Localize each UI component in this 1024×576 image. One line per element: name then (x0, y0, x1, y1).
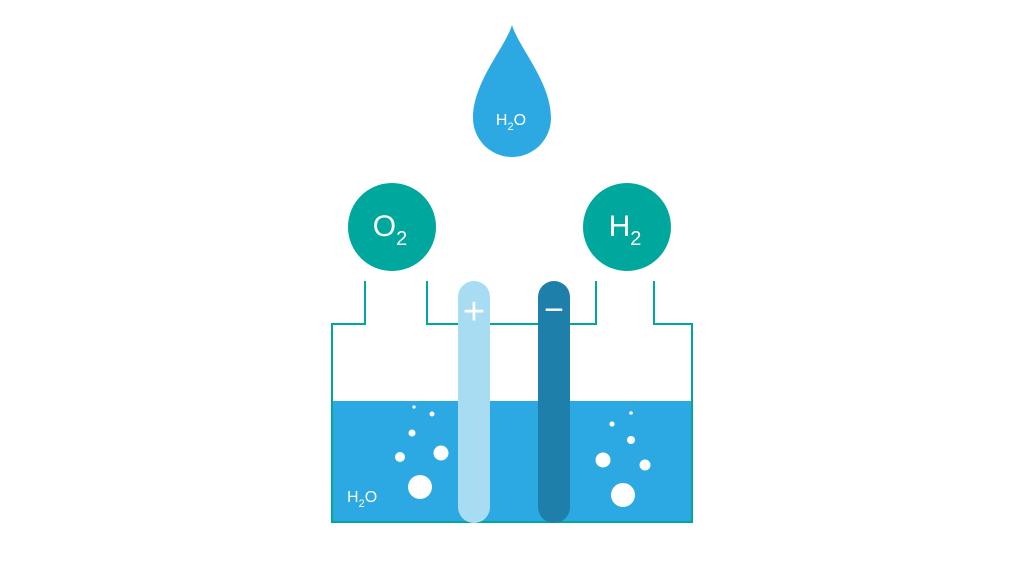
hydrogen-formula: H2 (609, 210, 642, 250)
anode-rod (458, 281, 490, 523)
oxygen-circle (348, 183, 436, 271)
hydrogen-circle (583, 183, 671, 271)
hydrogen-bubble: H2 (583, 183, 671, 271)
cathode-rod (538, 281, 570, 523)
oxygen-gas-bubbles (395, 405, 449, 499)
water-drop-formula: H2O (496, 112, 526, 133)
hydrogen-gas-bubbles (595, 411, 651, 507)
water-drop-formula-sub: 2 (507, 121, 513, 133)
bubble (609, 421, 615, 427)
vessel-outline (331, 281, 693, 523)
oxygen-bubble: O2 (348, 183, 436, 271)
hydrogen-formula-sub: 2 (630, 228, 641, 250)
bubble (611, 483, 635, 507)
bubble (408, 475, 432, 499)
hydrogen-formula-h: H (609, 210, 631, 243)
bubble (395, 452, 405, 462)
water-formula-label: H2O (347, 489, 377, 510)
bubble (639, 459, 651, 471)
water-drop-shape (473, 25, 551, 157)
cathode-electrode: − (538, 281, 570, 523)
cathode-sign: − (544, 291, 564, 329)
bubble (408, 429, 416, 437)
oxygen-formula-sub: 2 (396, 228, 407, 250)
bubble (433, 445, 449, 461)
bubble (595, 452, 611, 468)
water-formula-o: O (365, 489, 377, 506)
bubble (629, 411, 633, 415)
water-formula-h: H (347, 489, 359, 506)
water-drop-formula-o: O (514, 112, 526, 129)
oxygen-collector-line (331, 281, 693, 523)
bubble (627, 436, 635, 444)
water-drop: H2O (473, 25, 551, 157)
anode-electrode: + (458, 281, 490, 523)
divider-line (426, 281, 597, 325)
oxygen-formula: O2 (373, 210, 407, 250)
anode-sign: + (463, 291, 485, 333)
oxygen-formula-o: O (373, 210, 396, 243)
bubble (412, 405, 416, 409)
water-fill (332, 401, 692, 522)
water-formula-sub: 2 (359, 498, 365, 510)
bubble (429, 411, 435, 417)
water-drop-formula-h: H (496, 112, 508, 129)
